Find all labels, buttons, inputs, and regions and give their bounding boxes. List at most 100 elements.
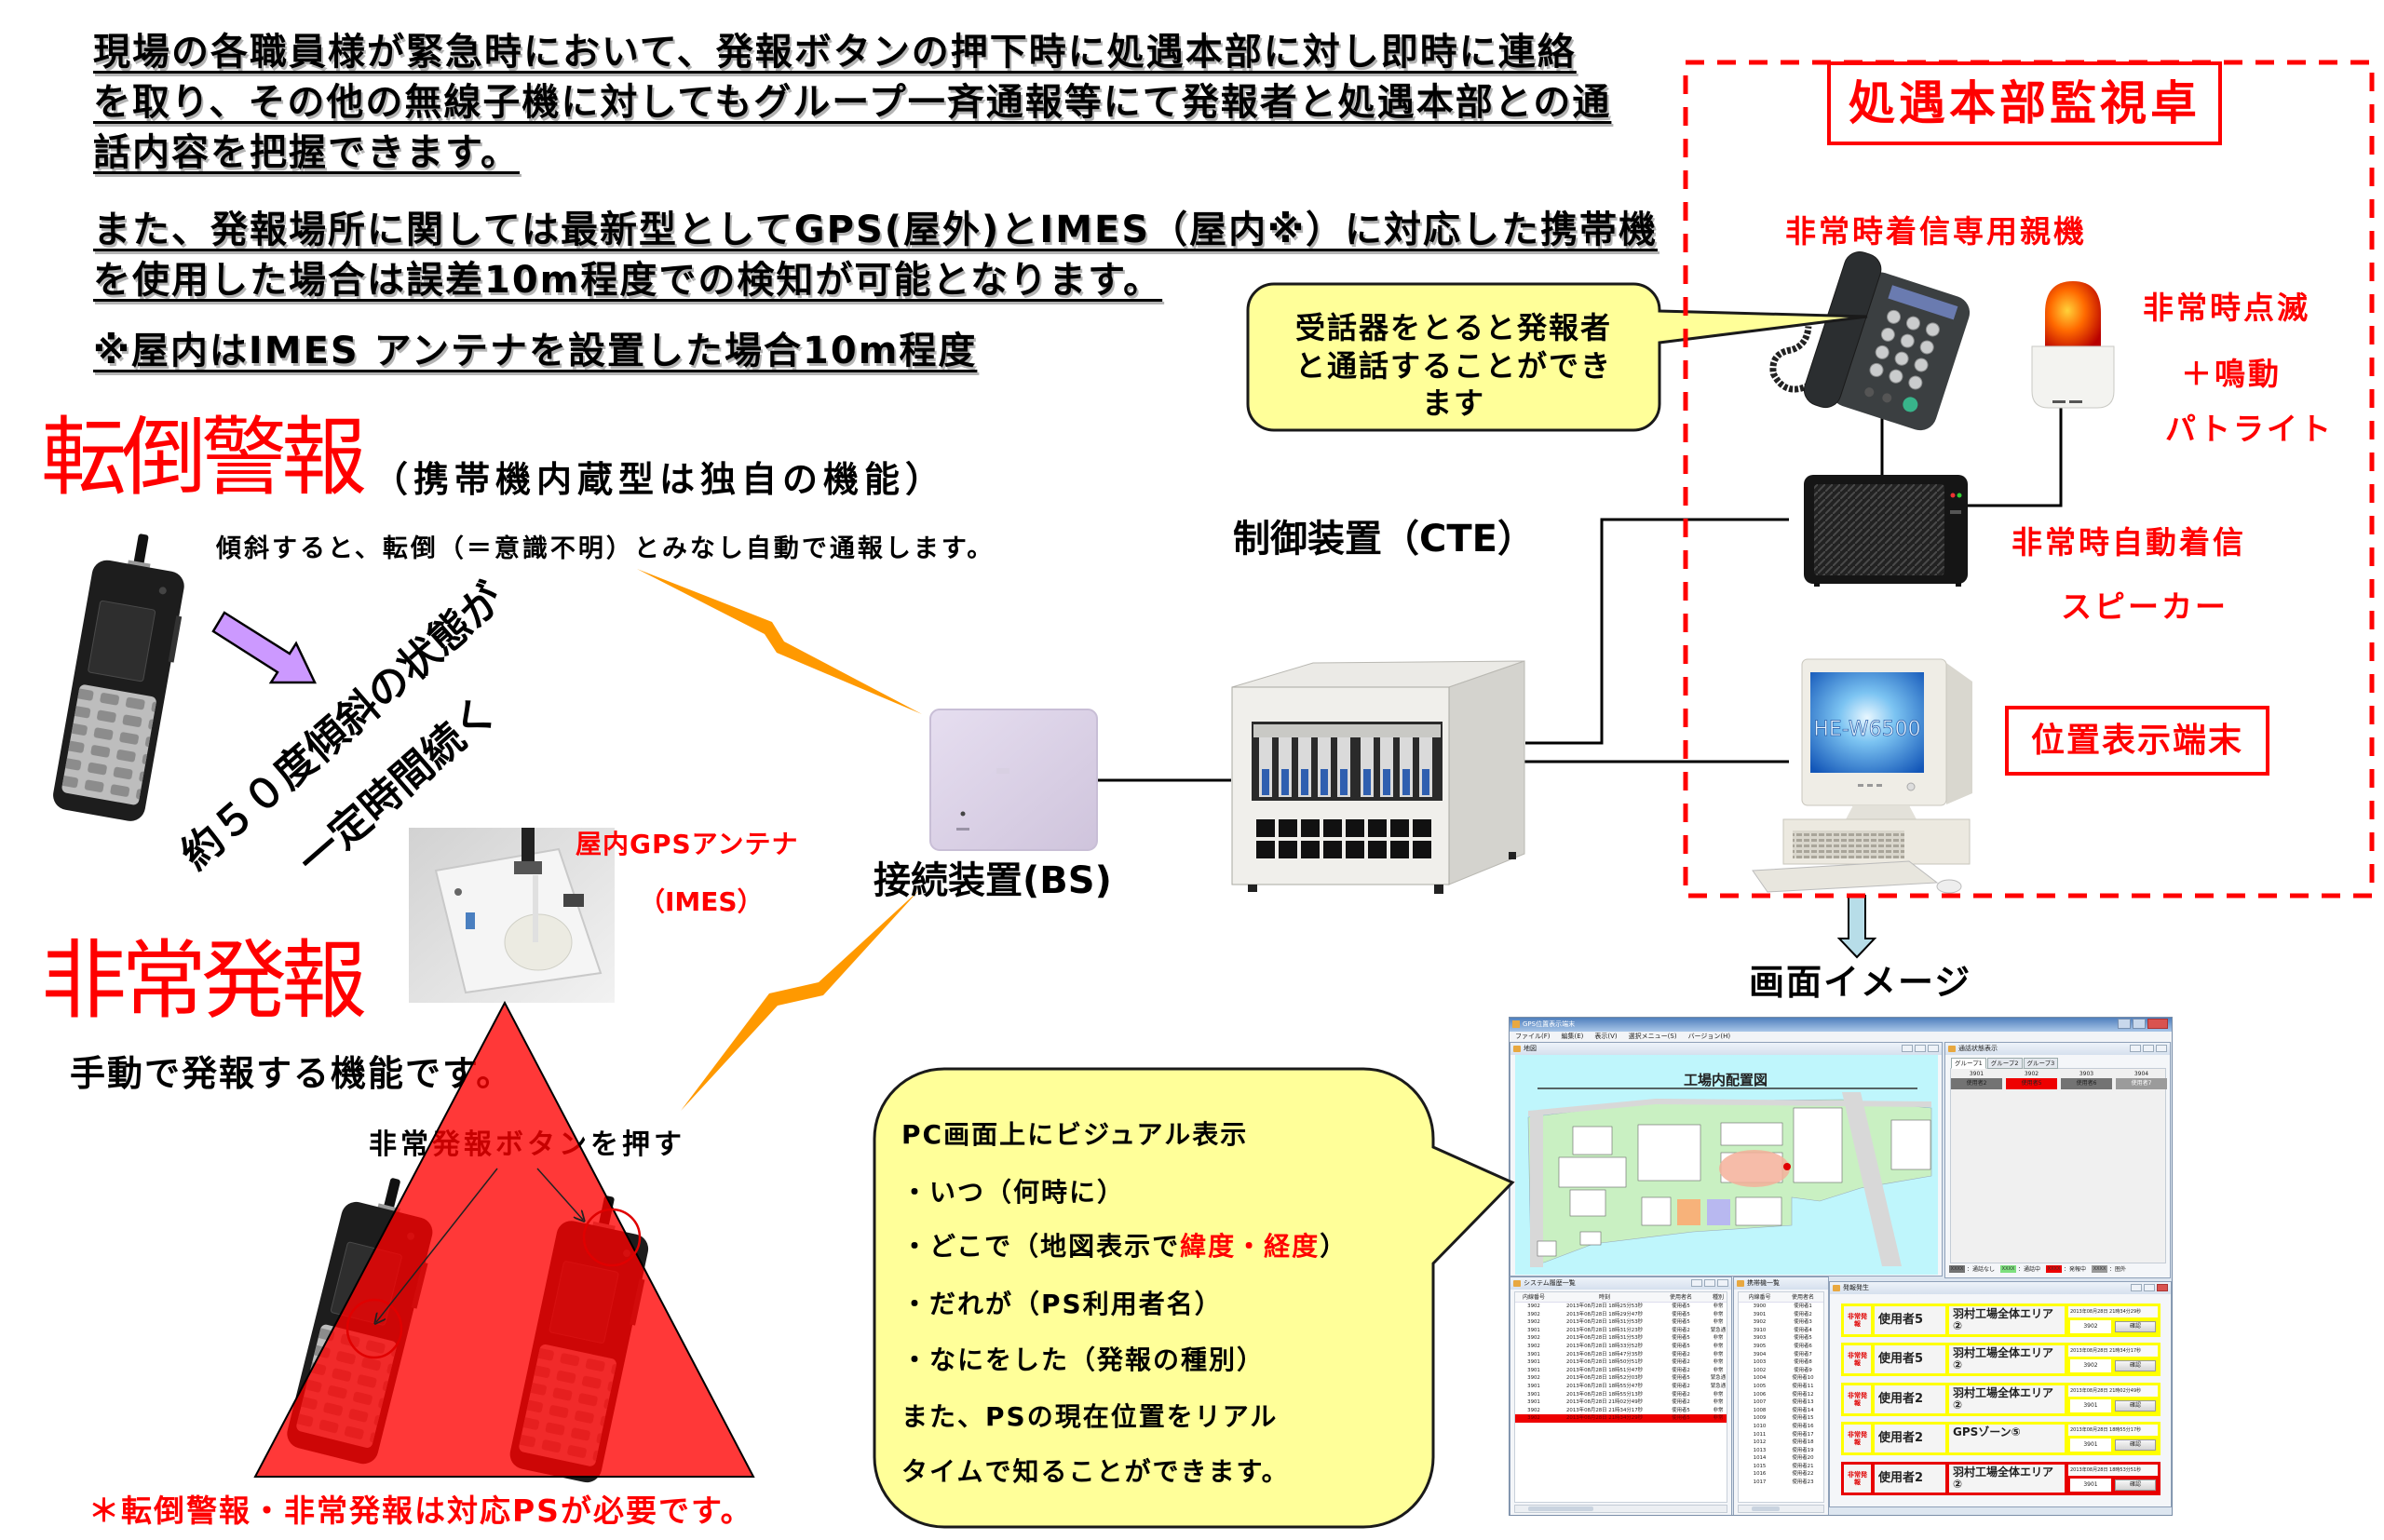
table-cell: 使用者8 bbox=[1794, 1359, 1812, 1366]
table-cell: 使用者4 bbox=[1794, 1327, 1812, 1333]
table-cell: 使用者22 bbox=[1792, 1471, 1814, 1478]
legend-label: ：発報中 bbox=[2064, 1266, 2087, 1273]
table-cell: 使用者12 bbox=[1792, 1391, 1814, 1398]
map-panel-header: 地図 bbox=[1510, 1043, 1942, 1055]
table-cell: 2013年08月28日 18時25分53秒 bbox=[1565, 1304, 1644, 1309]
call-status-header: 通話状態表示 bbox=[1945, 1043, 2170, 1055]
radio-signal-bolt-lower bbox=[681, 890, 919, 1111]
table-cell: 3902 bbox=[1527, 1415, 1540, 1422]
legend-label: ：通話中 bbox=[2018, 1266, 2041, 1273]
table-cell: 1005 bbox=[1753, 1383, 1767, 1389]
window-title: GPS位置表示端末 bbox=[1523, 1020, 1576, 1028]
road-right bbox=[1842, 1092, 1902, 1266]
table-cell: 非常 bbox=[1713, 1319, 1724, 1326]
emergency-alarm-description: 手動で発報する機能です。 bbox=[70, 1053, 514, 1094]
minimize-icon bbox=[1691, 1279, 1702, 1287]
table-cell: 3901 bbox=[1753, 1311, 1767, 1317]
table-cell: 1015 bbox=[1753, 1463, 1767, 1469]
alert-area: 羽村工場全体エリア② bbox=[1949, 1345, 2065, 1373]
handset-bubble-line2: と通話することができ bbox=[1294, 348, 1612, 384]
table-cell: 緊急通 bbox=[1710, 1327, 1727, 1333]
table-cell: 3902 bbox=[1527, 1343, 1540, 1349]
arrow-down-icon bbox=[1836, 895, 1877, 959]
table-cell: 2013年08月28日 18時33分52秒 bbox=[1565, 1343, 1644, 1349]
pc-bubble-realtime-line1: また、PSの現在位置をリアル bbox=[901, 1401, 1279, 1432]
restore-icon bbox=[1915, 1045, 1926, 1052]
handset-bubble-line3: ます bbox=[1421, 385, 1485, 421]
table-cell: 3901 bbox=[1527, 1351, 1540, 1358]
table-cell: 非常 bbox=[1713, 1359, 1724, 1366]
table-cell: 2013年08月28日 18時55分13秒 bbox=[1565, 1391, 1644, 1398]
alert-confirm-button: 確認 bbox=[2115, 1321, 2156, 1332]
table-cell: 3903 bbox=[1753, 1335, 1767, 1342]
fall-alarm-title: 転倒警報 bbox=[41, 408, 367, 507]
intro-paragraph2-line2: を使用した場合は誤差10m程度での検知が可能となります。 bbox=[93, 259, 1163, 302]
alert-confirm-button: 確認 bbox=[2115, 1360, 2156, 1371]
maximize-icon bbox=[2156, 1045, 2167, 1052]
intro-paragraph1-line2: を取り、その他の無線子機に対してもグループ一斉通報等にて発報者と処遇本部との通 bbox=[93, 81, 1612, 124]
table-cell: 2013年08月28日 18時29分47秒 bbox=[1565, 1311, 1644, 1317]
alert-extension: 3902 bbox=[2070, 1359, 2111, 1372]
table-cell: 使用者5 bbox=[1794, 1335, 1812, 1342]
handset-bubble-line1: 受話器をとると発報者 bbox=[1294, 310, 1612, 345]
table-row: 3910 使用者4 bbox=[1739, 1327, 1823, 1335]
alert-type-badge: 非常発報 bbox=[1844, 1385, 1871, 1413]
table-cell: 使用者23 bbox=[1792, 1479, 1814, 1486]
handset-list-title: 携帯機一覧 bbox=[1747, 1279, 1780, 1287]
table-header: 内線番号使用者名 bbox=[1739, 1292, 1823, 1303]
emergency-button-instruction: 非常発報ボタンを押す bbox=[369, 1128, 685, 1161]
alert-timestamp: 2013年08月28日 18時53分51秒 bbox=[2068, 1465, 2158, 1476]
table-cell: 非常 bbox=[1713, 1367, 1724, 1373]
legend-swatch: XXXX bbox=[2000, 1264, 2017, 1273]
scroll-thumb bbox=[1528, 1506, 1593, 1511]
alert-user-name: 使用者5 bbox=[1875, 1345, 1945, 1373]
alert-title: 発報発生 bbox=[1843, 1284, 1869, 1291]
extension-number: 3901 bbox=[1969, 1071, 1984, 1077]
legend-swatch: XXXX bbox=[2092, 1264, 2108, 1273]
cte-label: 制御装置（CTE） bbox=[1233, 518, 1535, 561]
alert-extension: 3901 bbox=[2070, 1439, 2111, 1452]
table-cell: 使用者2 bbox=[1672, 1399, 1690, 1406]
factory-map-drawing: 工場内配置図 bbox=[1515, 1055, 1938, 1275]
patlite-label-line2: ＋鳴動 bbox=[2181, 356, 2282, 392]
table-cell: 使用者2 bbox=[1794, 1311, 1812, 1317]
menu-item: 編集(E) bbox=[1561, 1033, 1584, 1040]
table-cell: 3910 bbox=[1753, 1327, 1767, 1333]
menu-item: ファイル(F) bbox=[1515, 1033, 1551, 1040]
table-cell: 使用者3 bbox=[1794, 1319, 1812, 1326]
table-cell: 使用者2 bbox=[1672, 1391, 1690, 1398]
table-cell: 3902 bbox=[1527, 1407, 1540, 1413]
table-cell: 1009 bbox=[1753, 1415, 1767, 1422]
tab-group-3: グループ3 bbox=[2023, 1058, 2059, 1069]
table-cell: 1011 bbox=[1753, 1431, 1767, 1438]
alert-timestamp: 2013年08月28日 21時34分29秒 bbox=[2068, 1306, 2158, 1317]
table-cell: 3901 bbox=[1527, 1391, 1540, 1398]
table-cell: 2013年08月28日 18時31分53秒 bbox=[1565, 1335, 1644, 1342]
position-terminal-label: 位置表示端末 bbox=[2030, 721, 2243, 760]
menu-item: 選択メニュー(S) bbox=[1628, 1033, 1677, 1040]
table-cell: 1014 bbox=[1753, 1455, 1767, 1462]
table-cell: 使用者5 bbox=[1672, 1335, 1690, 1342]
table-cell: 3901 bbox=[1527, 1383, 1540, 1389]
alert-extension: 3901 bbox=[2070, 1479, 2111, 1492]
alert-confirm-button: 確認 bbox=[2115, 1439, 2156, 1451]
table-cell: 1013 bbox=[1753, 1447, 1767, 1453]
